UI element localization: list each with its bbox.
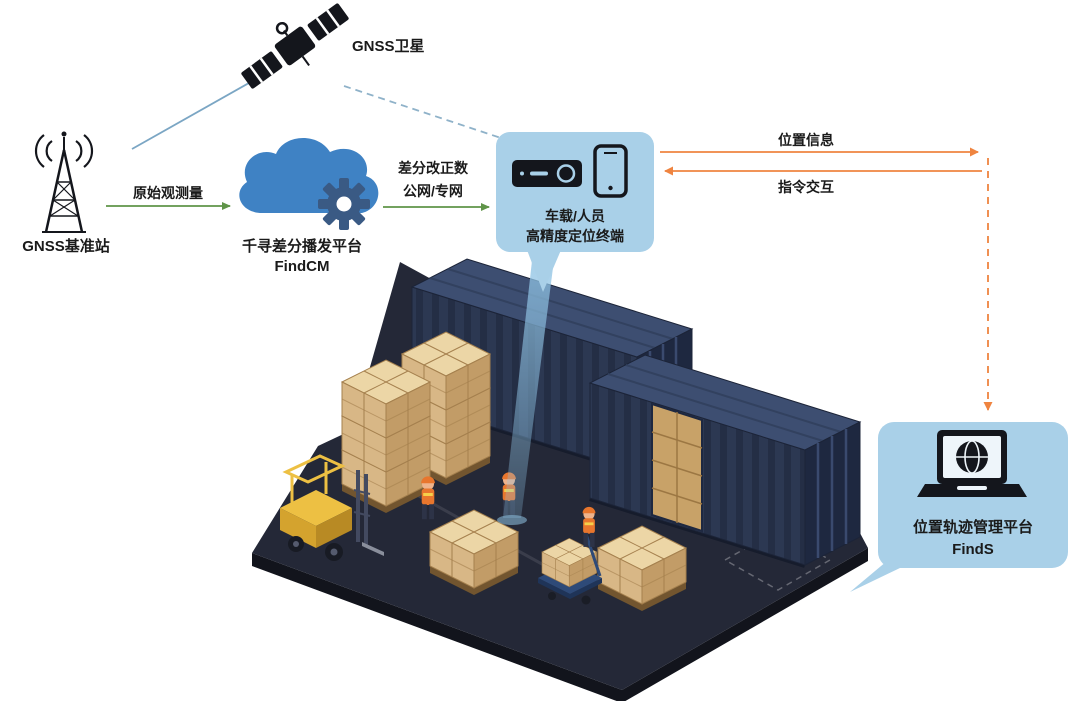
base-station-label: GNSS基准站 xyxy=(22,237,110,255)
smartphone-icon xyxy=(593,144,628,198)
satellite-icon xyxy=(241,3,349,89)
management-platform-product: FindS xyxy=(952,541,994,558)
terminal-label-line2: 高精度定位终端 xyxy=(526,228,624,244)
laptop-globe-icon xyxy=(917,430,1027,497)
warehouse-scene xyxy=(252,258,868,701)
raw-observation-label: 原始观测量 xyxy=(133,185,203,201)
pallet-jack xyxy=(538,533,602,605)
management-panel: 位置轨迹管理平台 FindS xyxy=(850,422,1068,592)
forklift xyxy=(280,454,384,561)
management-platform-name: 位置轨迹管理平台 xyxy=(913,518,1033,536)
cloud-platform-product: FindCM xyxy=(275,258,330,275)
container-open-door xyxy=(651,402,703,533)
command-interaction-label: 指令交互 xyxy=(778,179,834,195)
terminal-panel-tail xyxy=(527,250,561,292)
container-2 xyxy=(588,354,862,568)
base-station-icon xyxy=(34,131,94,233)
corrections-label-line1: 差分改正数 xyxy=(398,160,469,176)
satellite-terminal-dashed-line xyxy=(343,85,505,140)
terminal-label-line1: 车载/人员 xyxy=(545,208,605,224)
position-info-label: 位置信息 xyxy=(778,132,834,148)
light-beam xyxy=(503,252,555,518)
parking-marking xyxy=(723,529,832,591)
terminal-panel: 车载/人员 高精度定位终端 xyxy=(496,132,654,292)
corrections-label-line2: 公网/专网 xyxy=(403,183,463,199)
cloud-platform-name: 千寻差分播发平台 xyxy=(242,237,362,255)
gear-icon xyxy=(318,178,370,230)
ground-side xyxy=(252,548,868,701)
beam-glow xyxy=(497,515,527,525)
media-player-icon xyxy=(512,160,582,187)
satellite-label: GNSS卫星 xyxy=(352,38,425,55)
